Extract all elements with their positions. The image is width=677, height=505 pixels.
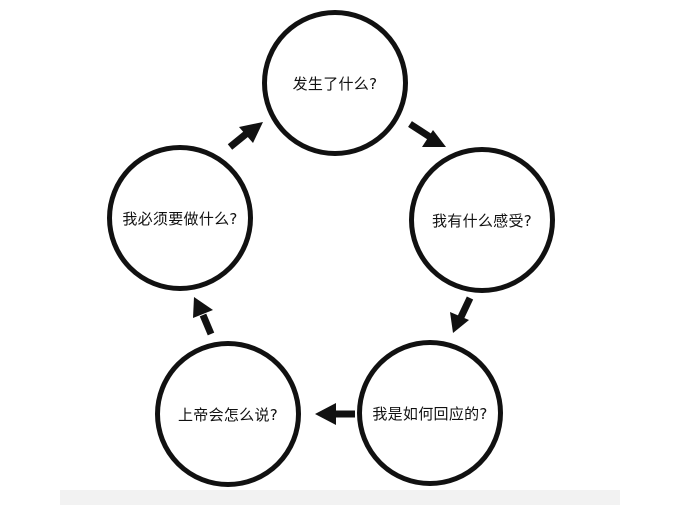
arrow-n4-to-n5 [193, 297, 215, 336]
node-what-do-i-feel: 我有什么感受? [409, 147, 555, 293]
bottom-strip [60, 490, 620, 505]
node-how-did-i-respond: 我是如何回应的? [357, 340, 503, 486]
arrow-n2-to-n3 [450, 296, 474, 333]
node-what-happened: 发生了什么? [262, 10, 408, 156]
node-label-what-would-god-say: 上帝会怎么说? [177, 405, 279, 424]
node-what-would-god-say: 上帝会怎么说? [155, 341, 301, 487]
node-what-must-i-do: 我必须要做什么? [107, 145, 253, 291]
arrow-n3-to-n4 [315, 403, 355, 425]
arrow-n5-to-n1 [227, 122, 263, 150]
arrow-n1-to-n2 [408, 121, 446, 147]
node-label-how-did-i-respond: 我是如何回应的? [372, 404, 488, 423]
node-label-what-happened: 发生了什么? [292, 74, 378, 93]
node-label-what-must-i-do: 我必须要做什么? [122, 209, 238, 228]
node-label-what-do-i-feel: 我有什么感受? [431, 211, 533, 230]
